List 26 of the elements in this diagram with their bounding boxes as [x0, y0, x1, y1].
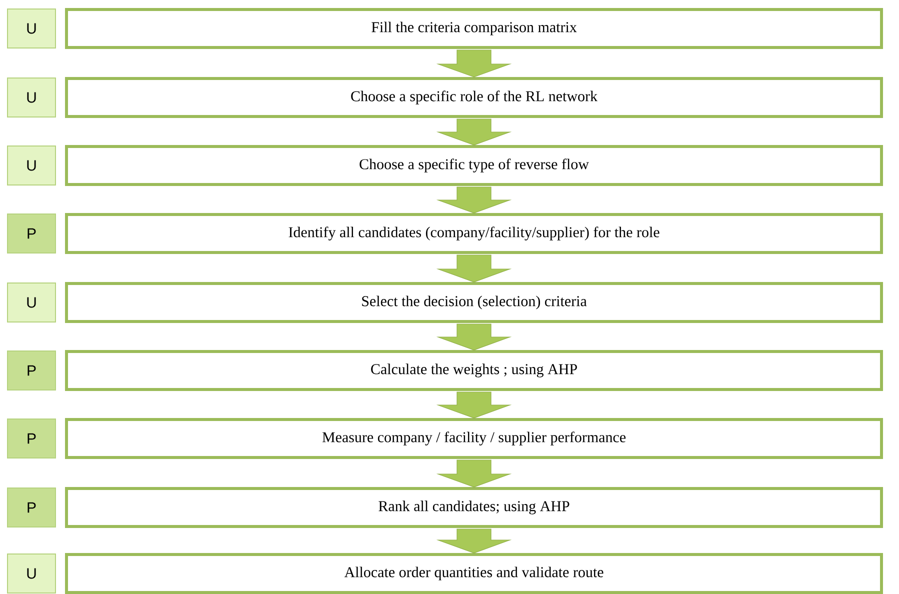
arrow: [436, 118, 512, 146]
step-box: Rank all candidates; using AHP: [65, 487, 884, 528]
letter-box: P: [7, 350, 56, 390]
arrow: [436, 186, 512, 214]
letter-box: U: [7, 146, 56, 186]
letter-box: U: [7, 8, 56, 48]
step-box: Fill the criteria comparison matrix: [65, 8, 884, 49]
arrow: [436, 392, 512, 418]
letter-box: P: [7, 214, 56, 254]
letter-box: P: [7, 418, 56, 458]
arrow: [436, 50, 512, 78]
step-box: Select the decision (selection) criteria: [65, 282, 884, 323]
step-box: Measure company / facility / supplier performance: [65, 418, 884, 459]
letter-box: U: [7, 78, 56, 118]
step-box: Choose a specific role of the RL network: [65, 77, 884, 118]
letter-box: P: [7, 488, 56, 528]
step-box: Allocate order quantities and validate route: [65, 553, 884, 594]
arrow: [436, 460, 512, 488]
step-box: Choose a specific type of reverse flow: [65, 145, 884, 186]
letter-box: U: [7, 554, 56, 594]
arrow: [436, 254, 512, 282]
arrow: [436, 528, 512, 554]
arrow: [436, 324, 512, 350]
step-box: Calculate the weights ; using AHP: [65, 350, 884, 391]
step-box: Identify all candidates (company/facility/supplier) for the role: [65, 213, 884, 254]
letter-box: U: [7, 282, 56, 322]
